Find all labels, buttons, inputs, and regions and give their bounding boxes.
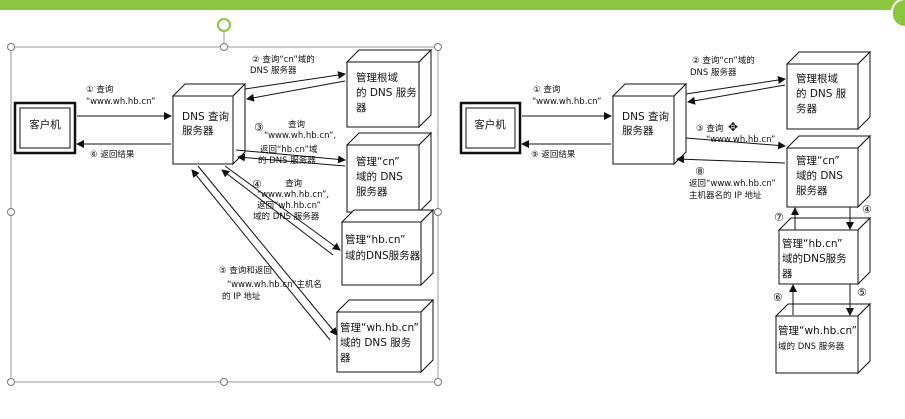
left-arrows — [76, 71, 346, 341]
right-step2-line2: DNS 服务器 — [690, 67, 737, 78]
left-cn-label-3: 服务器 — [356, 185, 388, 198]
left-step1-line1: ① 查询 — [86, 84, 113, 95]
left-step3-line3: 返回“hb.cn”域 — [260, 144, 318, 155]
right-root-label-2: 的 DNS 服 — [796, 87, 847, 100]
left-hb-label-1: 管理“hb.cn” — [345, 233, 405, 246]
left-cn-label-2: 域的 DNS — [356, 170, 403, 183]
right-wh-label-2: 域的 DNS 服务器 — [778, 341, 845, 352]
left-dns-label-1: DNS 查询 — [182, 110, 229, 123]
right-hb-label-2: 域的DNS服务 — [782, 252, 847, 265]
right-hb-label-1: 管理“hb.cn” — [782, 237, 842, 250]
right-step4-number: ④ — [862, 203, 872, 216]
left-step5-line1: ⑤ 查询和返回 — [219, 265, 272, 276]
left-step3-line2: “www.wh.hb.cn”, — [264, 131, 336, 141]
right-step7-number: ⑦ — [774, 211, 784, 224]
left-root-label-1: 管理根域 — [356, 71, 398, 84]
right-step9-label: ⑨ 返回结果 — [531, 149, 576, 160]
left-step4-line3: 返回“wh.hb.cn” — [257, 200, 321, 211]
left-step4-line4: 域的 DNS 服务器 — [253, 211, 320, 222]
right-step6-number: ⑥ — [773, 291, 783, 304]
left-cn-server-cube: 管理“cn” 域的 DNS 服务器 — [345, 131, 433, 214]
left-step4-number: ④ — [252, 178, 262, 191]
right-step2-line1: ② 查询“cn”域的 — [692, 55, 755, 66]
left-wh-label-3: 器 — [340, 352, 351, 364]
top-accent-bar — [0, 0, 905, 10]
right-client-box: 客户机 — [459, 101, 522, 155]
left-hb-server-cube: 管理“hb.cn” 域的DNS服务器 — [340, 208, 435, 287]
left-step3-line1: 查询 — [288, 119, 305, 130]
left-step5-line2: “www.wh.hb.cn”主机名 — [227, 279, 322, 290]
right-wh-server-cube: 管理“wh.hb.cn” 域的 DNS 服务器 — [774, 302, 872, 375]
left-hb-label-2: 域的DNS服务器 — [345, 249, 421, 262]
resize-handles[interactable] — [7, 43, 442, 386]
left-root-server-cube: 管理根域 的 DNS 服务 器 — [345, 48, 433, 129]
right-step8-line1: 返回“www.wh.hb.cn” — [689, 178, 776, 189]
left-dns-server-cube: DNS 查询 服务器 — [171, 82, 247, 166]
left-step6-label: ⑥ 返回结果 — [90, 149, 135, 160]
right-step3-line1: ③ 查询 — [696, 123, 723, 134]
left-step5-line3: 的 IP 地址 — [222, 291, 261, 302]
right-hb-server-cube: 管理“hb.cn” 域的DNS服务 器 — [777, 216, 872, 286]
left-step4-line1: 查询 — [285, 178, 302, 189]
left-client-box: 客户机 — [13, 101, 77, 155]
right-step8-number: ⑧ — [695, 165, 705, 178]
left-diagram: 客户机 DNS 查询 服务器 管理根域 的 DNS 服务 器 管理“cn” 域的… — [7, 18, 442, 386]
left-root-label-3: 器 — [356, 102, 367, 114]
left-cn-label-1: 管理“cn” — [356, 155, 400, 168]
left-wh-label-1: 管理“wh.hb.cn” — [340, 321, 419, 334]
left-step2-line2: DNS 服务器 — [250, 65, 297, 76]
right-step3-line2: “www.wh.hb.cn” — [706, 135, 775, 145]
left-dns-label-2: 服务器 — [182, 124, 214, 137]
right-dns-label-2: 服务器 — [622, 124, 654, 137]
right-root-label-3: 务器 — [796, 102, 817, 115]
right-hb-label-3: 器 — [782, 268, 793, 280]
left-wh-label-2: 域的 DNS 服务 — [340, 336, 412, 349]
left-step2-line1: ② 查询“cn”域的 — [252, 54, 315, 65]
left-wh-server-cube: 管理“wh.hb.cn” 域的 DNS 服务 器 — [335, 298, 435, 374]
left-step3-number: ③ — [254, 121, 264, 134]
right-client-label: 客户机 — [474, 118, 506, 131]
cursor-move-icon: ✥ — [728, 120, 738, 134]
right-cn-label-1: 管理“cn” — [796, 154, 840, 167]
right-cn-label-2: 域的 DNS — [796, 169, 843, 182]
right-step1-line1: ① 查询 — [533, 84, 560, 95]
right-arrows — [521, 76, 854, 316]
right-wh-label-1: 管理“wh.hb.cn” — [778, 324, 857, 337]
right-cn-label-3: 服务器 — [796, 184, 828, 197]
right-dns-server-cube: DNS 查询 服务器 — [611, 82, 688, 166]
left-step4-line2: “www.wh.hb.cn”, — [257, 190, 329, 200]
right-step8-line2: 主机器名的 IP 地址 — [689, 190, 762, 201]
right-step1-line2: “www.wh.hb.cn” — [532, 97, 601, 107]
left-client-label: 客户机 — [29, 118, 61, 131]
left-root-label-2: 的 DNS 服务 — [356, 86, 417, 99]
rotate-handle[interactable] — [217, 18, 231, 32]
left-step1-line2: “www.wh.hb.cn” — [86, 97, 155, 107]
right-diagram: 客户机 DNS 查询 服务器 管理根域 的 DNS 服 务器 管理“cn” 域的… — [459, 50, 872, 375]
right-root-server-cube: 管理根域 的 DNS 服 务器 — [785, 50, 872, 131]
right-cn-server-cube: 管理“cn” 域的 DNS 服务器 — [785, 134, 872, 209]
right-root-label-1: 管理根域 — [796, 72, 838, 85]
right-step5-number: ⑤ — [857, 286, 867, 299]
right-dns-label-1: DNS 查询 — [622, 110, 669, 123]
left-step3-line4: 的 DNS 服务器 — [258, 155, 316, 166]
